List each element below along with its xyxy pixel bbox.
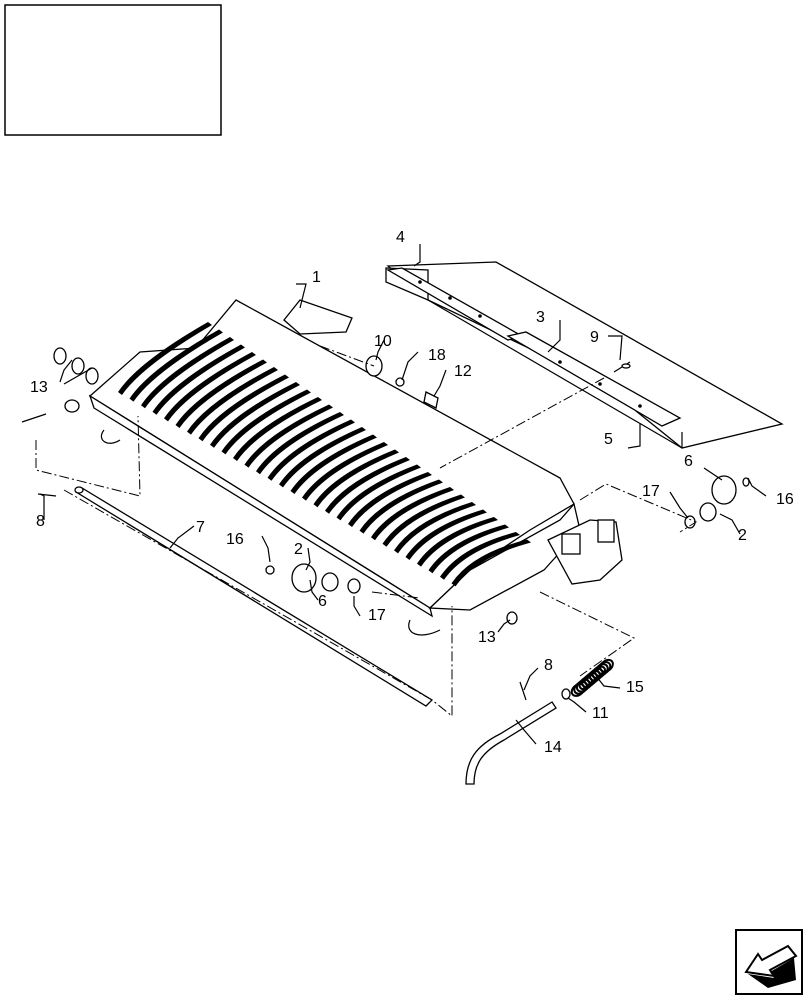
grate-slot (233, 397, 322, 461)
grate-slot (118, 322, 212, 395)
callout-c16a: 16 (226, 531, 244, 548)
grate-slot (451, 539, 531, 587)
callout-c18: 18 (428, 347, 446, 364)
callout-c2a: 2 (294, 541, 303, 558)
callout-c1: 1 (312, 269, 321, 286)
grate-slot (290, 434, 377, 494)
callout-c10: 10 (374, 333, 392, 350)
handle-part-14 (465, 701, 557, 785)
callout-c4: 4 (396, 229, 405, 246)
spring-part-15 (570, 658, 614, 697)
grate-slot (210, 382, 300, 448)
grate-slot (256, 412, 344, 475)
callout-c6a: 6 (318, 593, 327, 610)
callout-c12: 12 (454, 363, 472, 380)
grate-slots (118, 322, 531, 587)
callout-c7: 7 (196, 519, 205, 536)
grate-slot (187, 367, 278, 435)
pin-part-9 (613, 361, 631, 373)
grate-slot (279, 427, 366, 488)
callout-c2b: 2 (738, 527, 747, 544)
grate-slot (244, 404, 333, 468)
callout-c17a: 17 (368, 607, 386, 624)
grate-slot (382, 494, 465, 547)
next-page-arrow-icon[interactable] (735, 929, 803, 995)
grate-slot (394, 502, 476, 554)
callout-c8b: 8 (544, 657, 553, 674)
callout-c14: 14 (544, 739, 562, 756)
callout-c5: 5 (604, 431, 613, 448)
grate-slot (325, 457, 410, 514)
callout-c9: 9 (590, 329, 599, 346)
grate-slot (371, 487, 454, 541)
grate-slot (417, 517, 498, 567)
grate-slot (164, 352, 256, 422)
grate-slot (336, 464, 421, 521)
grate-slot (405, 509, 487, 560)
callout-c13a: 13 (30, 379, 48, 396)
leader-lines (39, 244, 767, 745)
grate-slot (221, 389, 311, 455)
callout-c11: 11 (592, 705, 609, 722)
callout-c6b: 6 (684, 453, 693, 470)
callout-c17b: 17 (642, 483, 660, 500)
grate-slot (129, 329, 223, 402)
grate-slot (440, 532, 520, 580)
grate-slot (302, 442, 388, 501)
callout-c16b: 16 (776, 491, 794, 508)
deflector-sheet-part-5 (385, 261, 784, 449)
strip-part-3 (506, 331, 682, 427)
callout-c13b: 13 (478, 629, 496, 646)
alignment-lines (35, 345, 698, 718)
callout-c3: 3 (536, 309, 545, 326)
grate-slot (175, 359, 267, 428)
hardware (21, 347, 750, 701)
grate-slot (428, 524, 509, 574)
grate-slot (313, 449, 399, 508)
grate-slot (141, 337, 234, 409)
callout-c15: 15 (626, 679, 644, 696)
grate-slot (359, 479, 443, 534)
grate-slot (348, 472, 432, 527)
spring-coil (599, 658, 614, 673)
reference-box (4, 4, 222, 136)
grate-slot (267, 419, 355, 481)
grate-slot (152, 344, 245, 415)
callout-c8a: 8 (36, 513, 45, 530)
grate-slot (198, 374, 289, 442)
